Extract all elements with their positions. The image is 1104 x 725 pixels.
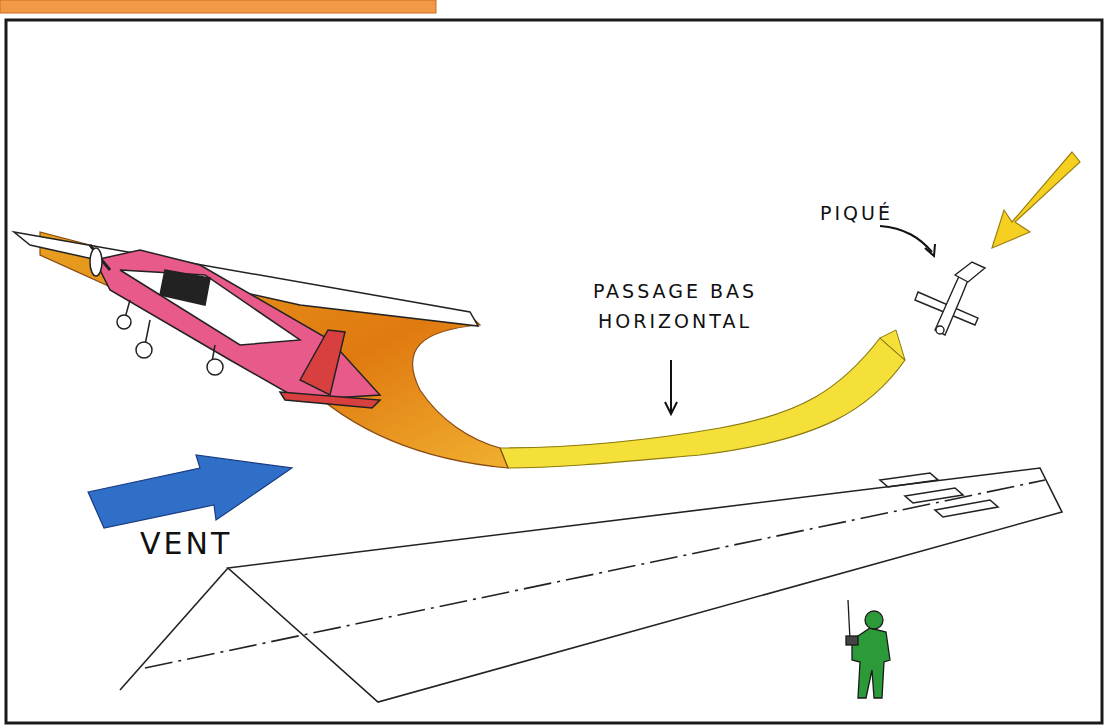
airplane (14, 232, 478, 408)
flight-path-ribbon (500, 338, 905, 468)
wind-label: VENT (140, 520, 290, 568)
frame (6, 20, 1102, 723)
header-tab (0, 0, 436, 13)
low-pass-label: PASSAGE BAS HORIZONTAL (555, 276, 795, 337)
wind-arrow (88, 455, 292, 528)
pilot (846, 600, 890, 698)
dive-arrow (992, 152, 1080, 248)
ribbon-tip (880, 330, 905, 360)
pull-up-ribbon (40, 232, 508, 468)
dive-label: PIQUÉ (820, 198, 940, 228)
runway (120, 468, 1062, 702)
diving-airplane (915, 262, 985, 335)
